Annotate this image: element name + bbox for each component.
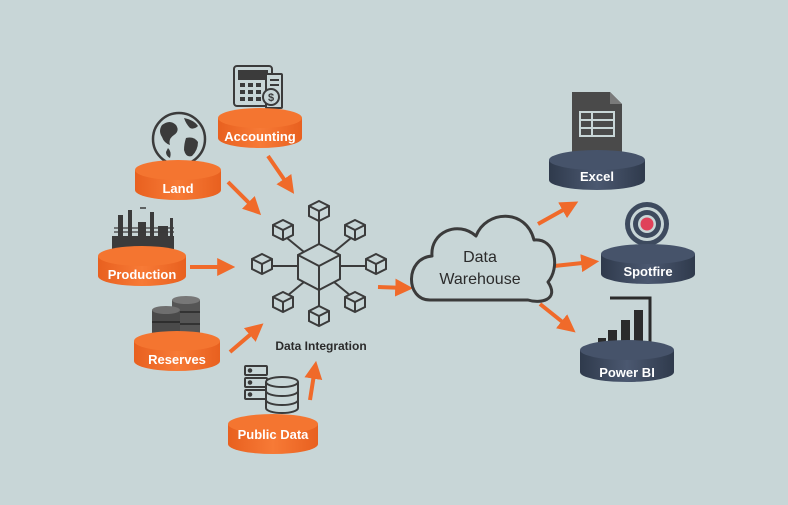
public-data-disk — [228, 414, 318, 454]
cube-upper-left — [272, 218, 294, 242]
production-disk — [98, 246, 186, 286]
reserves-disk — [134, 331, 220, 371]
warehouse-label-line2: Warehouse — [439, 271, 520, 288]
source-land: Land — [135, 111, 221, 200]
arrow-land-to-hub — [226, 180, 262, 216]
cube-bottom — [308, 304, 330, 328]
arrow-reserves-to-hub — [228, 323, 264, 354]
spotfire-label: Spotfire — [623, 264, 672, 279]
arrow-publicdata-to-hub — [304, 360, 323, 401]
cube-top — [308, 199, 330, 223]
arrow-accounting-to-hub — [266, 154, 295, 194]
cube-lower-left — [272, 290, 294, 314]
warehouse-label-line1: Data — [463, 249, 497, 266]
globe-icon — [151, 111, 207, 167]
arrow-warehouse-to-excel — [537, 201, 579, 226]
source-reserves: Reserves — [134, 296, 220, 371]
powerbi-label: Power BI — [599, 365, 655, 380]
cube-lower-right — [344, 290, 366, 314]
excel-disk — [549, 150, 645, 190]
flow-arrows — [190, 154, 600, 401]
accounting-disk — [218, 108, 302, 148]
spotfire-disk — [601, 244, 695, 284]
source-accounting: $ Accounting — [218, 65, 302, 148]
output-spotfire: Spotfire — [601, 202, 695, 284]
arrow-warehouse-to-spotfire — [553, 254, 600, 273]
excel-label: Excel — [580, 169, 614, 184]
public-data-label: Public Data — [238, 427, 310, 442]
cube-left — [251, 252, 273, 276]
svg-text:$: $ — [268, 92, 274, 104]
source-production: Production — [98, 207, 186, 286]
spreadsheet-file-icon — [572, 92, 622, 152]
data-warehouse: Data Warehouse — [410, 214, 557, 303]
arrow-warehouse-to-powerbi — [538, 302, 576, 333]
output-excel: Excel — [549, 92, 645, 190]
data-integration-label: Data Integration — [275, 339, 366, 353]
arrow-hub-to-warehouse — [377, 278, 414, 297]
cube-upper-right — [344, 218, 366, 242]
output-powerbi: Power BI — [580, 296, 674, 382]
accounting-label: Accounting — [224, 129, 296, 144]
database-server-icon — [244, 365, 299, 414]
land-label: Land — [162, 181, 193, 196]
powerbi-disk — [580, 340, 674, 382]
target-icon — [625, 202, 669, 246]
reserves-label: Reserves — [148, 352, 206, 367]
land-disk — [135, 160, 221, 200]
cloud-shape — [410, 214, 557, 303]
data-integration-hub: Data Integration — [251, 199, 387, 353]
source-public-data: Public Data — [228, 365, 318, 454]
network-cubes-icon — [251, 199, 387, 328]
calculator-icon: $ — [233, 65, 283, 109]
production-label: Production — [108, 267, 177, 282]
cube-right — [365, 252, 387, 276]
